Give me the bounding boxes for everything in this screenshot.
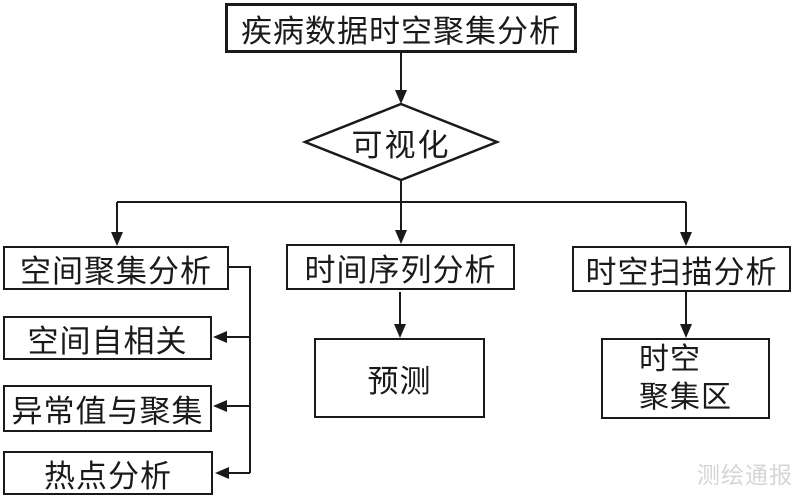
arrow-root-to-decision [395, 53, 407, 104]
decision-node: 可视化 [305, 104, 497, 180]
node-spatial-analysis: 空间聚集分析 [3, 246, 229, 290]
node-hotspot-analysis-label: 热点分析 [44, 458, 172, 494]
node-prediction: 预测 [314, 338, 485, 418]
node-spacetime-scan-analysis: 时空扫描分析 [572, 246, 791, 292]
node-spatial-analysis-label: 空间聚集分析 [20, 253, 212, 289]
node-hotspot-analysis: 热点分析 [3, 451, 213, 495]
node-outliers-and-clusters: 异常值与聚集 [3, 385, 212, 432]
node-prediction-label: 预测 [367, 363, 432, 399]
distribution-lines [111, 180, 692, 246]
arrow-temporal-to-prediction [394, 292, 406, 338]
decision-label: 可视化 [351, 127, 451, 163]
node-spacetime-cluster-area: 时空 聚集区 [601, 338, 770, 419]
node-time-series-analysis: 时间序列分析 [286, 244, 515, 290]
node-root-label: 疾病数据时空聚集分析 [241, 13, 561, 49]
node-root: 疾病数据时空聚集分析 [225, 3, 577, 53]
cluster-area-label-line1: 时空 [639, 342, 701, 376]
node-spatial-autocorrelation-label: 空间自相关 [27, 323, 188, 359]
journal-watermark: 测绘通报 [697, 462, 793, 488]
cluster-area-label-line2: 聚集区 [639, 380, 732, 414]
node-outliers-and-clusters-label: 异常值与聚集 [11, 394, 204, 429]
node-spacetime-scan-analysis-label: 时空扫描分析 [585, 254, 778, 290]
spatial-branch-connector [213, 266, 251, 479]
arrow-scan-to-cluster [680, 292, 692, 338]
node-time-series-analysis-label: 时间序列分析 [304, 252, 497, 288]
node-spatial-autocorrelation: 空间自相关 [3, 316, 212, 360]
node-spacetime-cluster-area-label: 时空 聚集区 [639, 341, 732, 417]
